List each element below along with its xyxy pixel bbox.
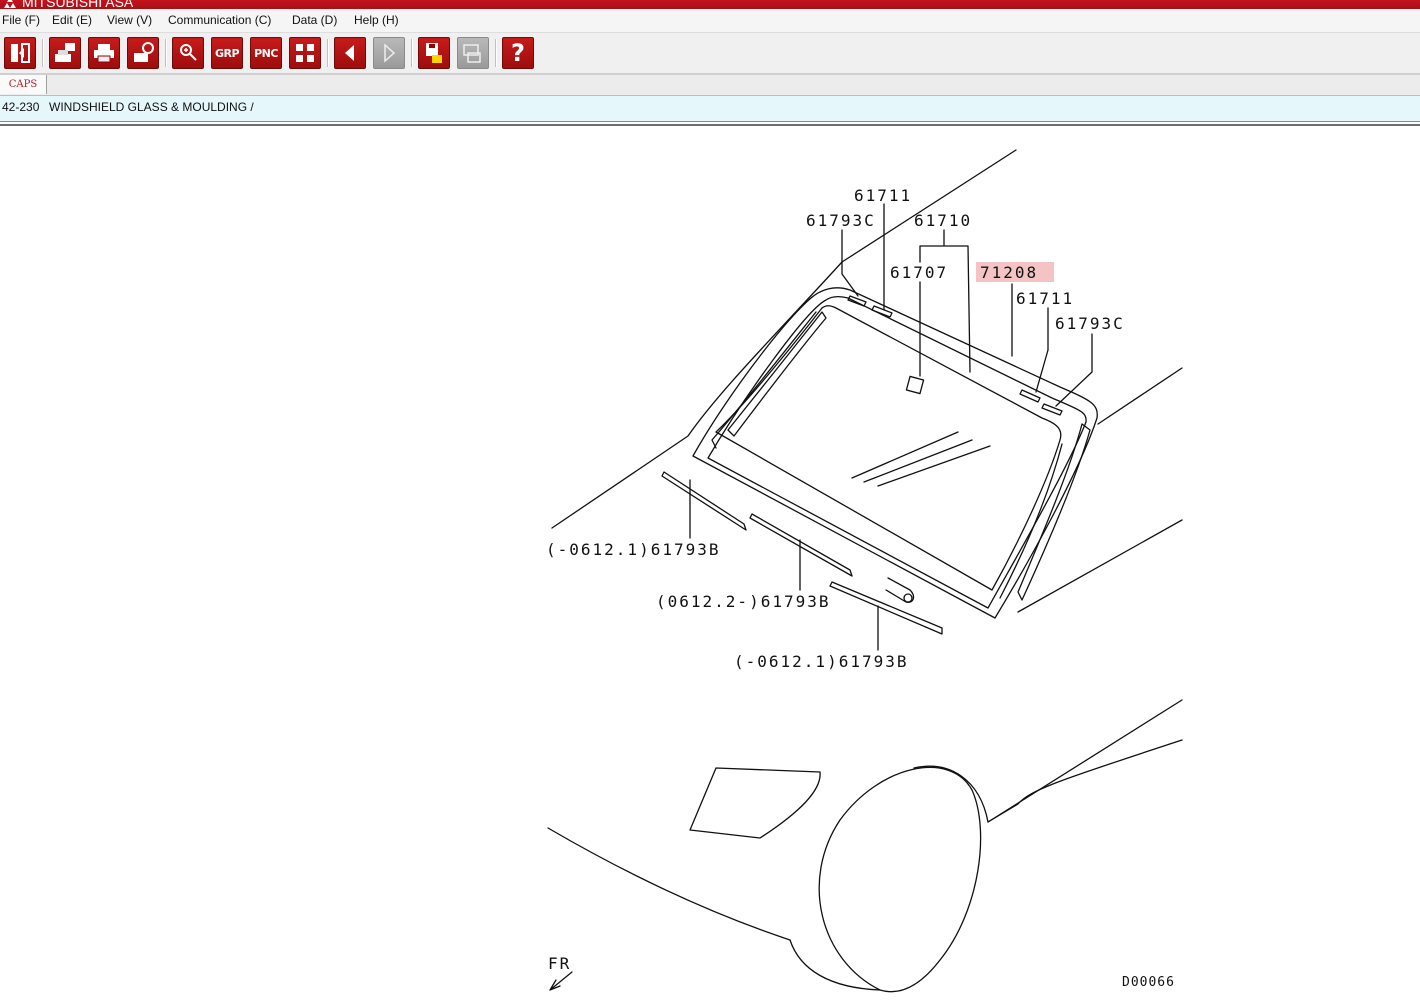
menu-data[interactable]: Data (D): [292, 13, 338, 27]
magnifier-icon: [180, 44, 197, 61]
exit-button[interactable]: [4, 37, 36, 69]
grp-label: GRP: [214, 46, 240, 60]
callout-61793b-bottom[interactable]: (-0612.1)61793B: [734, 652, 909, 671]
help-question-icon: ?: [511, 39, 525, 67]
menu-help[interactable]: Help (H): [354, 13, 399, 27]
windshield-moulding: [707, 296, 1087, 609]
menu-communication[interactable]: Communication (C): [168, 13, 272, 27]
help-button[interactable]: ?: [502, 37, 534, 69]
callout-61793b-left[interactable]: (-0612.1)61793B: [546, 540, 721, 559]
front-direction-label: FR: [548, 954, 571, 973]
zoom-button[interactable]: [172, 37, 204, 69]
windshield-outer-frame: [692, 287, 1098, 619]
breadcrumb-group-code: 42-230: [2, 100, 40, 114]
exit-door-icon: [11, 43, 30, 63]
menu-edit[interactable]: Edit (E): [52, 13, 93, 27]
floppy-save-icon: [426, 43, 442, 63]
window-title-bar: MITSUBISHI ASA: [0, 0, 1420, 9]
folder-open-icon: [463, 44, 481, 63]
glass-reflection: [877, 445, 991, 487]
glass-edge-left: [711, 311, 817, 449]
callout-61711-right[interactable]: 61711: [1016, 289, 1074, 308]
arrow-right-icon: [384, 43, 396, 63]
side-moulding-left: [727, 311, 827, 437]
highlight-71208: [976, 262, 1054, 282]
open-button[interactable]: [457, 37, 489, 69]
print-preview-button[interactable]: [49, 37, 81, 69]
breadcrumb-group-title: WINDSHIELD GLASS & MOULDING /: [49, 100, 254, 114]
front-direction-arrow-icon: [549, 971, 573, 991]
roof-edge-right: [1097, 367, 1183, 425]
window-title: MITSUBISHI ASA: [22, 0, 134, 9]
toolbar-separator: [327, 39, 329, 67]
grid-view-button[interactable]: [289, 37, 321, 69]
menu-view[interactable]: View (V): [107, 13, 153, 27]
drawing-id: D00066: [1122, 975, 1175, 990]
callout-61707[interactable]: 61707: [890, 263, 948, 282]
toolbar-separator: [495, 39, 497, 67]
pnc-label: PNC: [254, 46, 278, 60]
callout-61710[interactable]: 61710: [914, 211, 972, 230]
callout-61793c-right[interactable]: 61793C: [1055, 314, 1125, 333]
clip-part: [871, 305, 893, 318]
clip-part: [847, 295, 867, 307]
previous-button[interactable]: [334, 37, 366, 69]
pnc-button[interactable]: PNC: [250, 37, 282, 69]
toolbar: GRP PNC ?: [0, 33, 1420, 75]
headlight-outline: [689, 767, 821, 839]
leader-61711-right: [1035, 307, 1049, 393]
hood-line: [547, 827, 791, 941]
mirror-base-part: [905, 375, 925, 395]
callout-61793c-left[interactable]: 61793C: [806, 211, 876, 230]
print-settings-button[interactable]: [127, 37, 159, 69]
menu-file[interactable]: File (F): [2, 13, 40, 27]
hood-edge-right: [1017, 519, 1183, 613]
washer-nozzle-cap: [903, 593, 913, 603]
callout-71208[interactable]: 71208: [980, 263, 1038, 282]
leader-61793c-right: [1055, 333, 1093, 407]
a-pillar-line: [551, 261, 843, 529]
clip-part: [1019, 389, 1041, 403]
toolbar-separator: [165, 39, 167, 67]
save-button[interactable]: [418, 37, 450, 69]
grp-button[interactable]: GRP: [211, 37, 243, 69]
bumper-line: [789, 939, 881, 991]
leader-61710: [919, 229, 971, 373]
toolbar-separator: [411, 39, 413, 67]
glass-reflection: [851, 431, 959, 479]
glass-reflection: [863, 439, 973, 483]
grid-icon: [296, 44, 314, 62]
callout-61793b-mid[interactable]: (0612.2-)61793B: [656, 592, 831, 611]
washer-nozzle-part: [885, 577, 915, 603]
lower-moulding-mid: [749, 513, 853, 577]
clip-part: [1041, 403, 1063, 416]
lower-moulding-left: [661, 471, 747, 531]
breadcrumb-divider: [0, 124, 1420, 126]
menu-bar: File (F) Edit (E) View (V) Communication…: [0, 9, 1420, 33]
print-settings-icon: [134, 42, 154, 62]
roof-line: [841, 149, 1017, 263]
side-moulding-right: [1017, 423, 1091, 601]
lower-moulding-bottom: [829, 581, 943, 635]
fender-line: [913, 739, 1183, 823]
print-preview-icon: [55, 43, 75, 62]
mitsubishi-logo-icon: [4, 0, 16, 8]
front-wheel: [818, 766, 982, 993]
print-button[interactable]: [88, 37, 120, 69]
arrow-left-icon: [345, 45, 354, 61]
next-button[interactable]: [373, 37, 405, 69]
tab-strip: CAPS: [0, 75, 1420, 96]
callout-61711-top[interactable]: 61711: [854, 186, 912, 205]
toolbar-separator: [42, 39, 44, 67]
windshield-glass: [715, 305, 1062, 591]
tab-caps[interactable]: CAPS: [0, 75, 47, 94]
glass-edge-right: [999, 443, 1063, 599]
breadcrumb: 42-230 WINDSHIELD GLASS & MOULDING /: [0, 96, 1420, 122]
printer-icon: [94, 44, 114, 63]
leader-61793c-left: [841, 229, 859, 297]
body-side-line: [987, 699, 1183, 823]
